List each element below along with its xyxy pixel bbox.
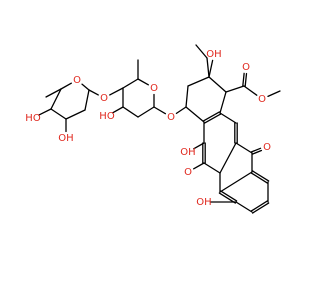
bond-s2_c5-s2_o	[60, 82, 72, 90]
atom-label-o_link1: O	[100, 93, 108, 104]
atom-label-o12: O	[263, 142, 271, 153]
atom-label-o9: OH	[206, 49, 221, 60]
bond-c_c12a-d_c1-b	[251, 170, 270, 182]
bond-s2_me-s2_c5	[45, 88, 62, 98]
bond-a_c9-a_c10	[208, 76, 227, 93]
bond-s2_c4-s2_c5	[50, 88, 62, 110]
bond-s1_c1-o_link2	[153, 106, 167, 115]
bond-a_c8-a_c9	[187, 76, 210, 87]
atom-label-s1_o: O	[150, 83, 158, 94]
atom-label-ester_o1: O	[242, 62, 250, 73]
bond-s2_o-s2_c1	[81, 83, 90, 91]
bond-s1_c5-s1_o	[137, 78, 149, 86]
bond-s1_c3-s1_o3	[112, 106, 124, 114]
bond-a_c10a-a_c6a-b	[203, 113, 222, 124]
bond-a_c10a-a_c6a-a	[202, 111, 221, 122]
atom-label-s2_o3: OH	[58, 133, 73, 144]
bond-s2_c1-o_link1	[88, 89, 99, 96]
bond-s1_c4-s1_c5	[122, 78, 139, 89]
bond-s2_c3-s2_c4	[50, 108, 67, 120]
bond-c_c5-c_c4a	[203, 162, 221, 174]
atom-label-o6: OH	[180, 147, 195, 158]
bond-a_c10a-b_c11	[219, 112, 237, 124]
bond-ester_c-ester_o2	[243, 85, 258, 96]
bonds-layer	[38, 44, 281, 214]
bond-a_c9-o9	[208, 59, 214, 78]
bond-s1_c1-s1_c2	[137, 106, 155, 118]
bond-o_link2-a_c7	[175, 106, 187, 115]
bond-ester_o2-ester_me	[267, 90, 281, 98]
bond-a_c10-a_c10a	[219, 91, 227, 114]
atom-label-o5: O	[184, 167, 192, 178]
bond-b_c11a-c_c12	[235, 142, 253, 154]
atom-label-ester_o2: O	[258, 94, 266, 105]
bond-c_c12-o12-b	[250, 147, 262, 153]
bond-d_c3-d_c4	[235, 201, 253, 213]
bond-c_c4a-b_c11a	[219, 142, 237, 174]
bond-ester_c-ester_o1-b	[242, 72, 245, 87]
bond-a_c7-a_c8	[185, 85, 189, 108]
bond-c_c5-o5	[193, 162, 205, 170]
bond-d_c2-d_c3-a	[250, 200, 269, 212]
bond-et_1-et_2	[195, 44, 208, 59]
bond-d_c4-d_c4b-a	[219, 190, 238, 202]
bond-a_c10-ester_c	[225, 85, 245, 93]
bond-d_c2-d_c3-b	[251, 202, 270, 214]
bond-ester_c-ester_o1-a	[244, 72, 248, 87]
bond-o_link1-s1_c4	[109, 87, 124, 96]
bond-c_c12a-d_c1-a	[250, 172, 269, 184]
atom-label-s2_o: O	[73, 75, 81, 86]
bond-c_c12-o12-a	[251, 149, 263, 155]
bond-s2_c1-s2_c2	[84, 89, 90, 111]
bond-a_c9-et_1	[206, 57, 210, 78]
atom-label-o4: OH	[196, 197, 211, 208]
bond-s2_c4-s2_o4	[38, 108, 52, 116]
bond-a_c6a-a_c7	[185, 106, 205, 123]
bond-s2_c2-s2_c3	[65, 109, 86, 120]
atom-label-s2_o4: HO	[25, 113, 41, 124]
atom-label-o_link2: O	[167, 112, 175, 123]
bond-s1_c2-s1_c3	[122, 106, 139, 118]
bond-d_c4b-c_c12a	[219, 171, 253, 193]
atom-label-s1_o3: HO	[99, 111, 115, 122]
